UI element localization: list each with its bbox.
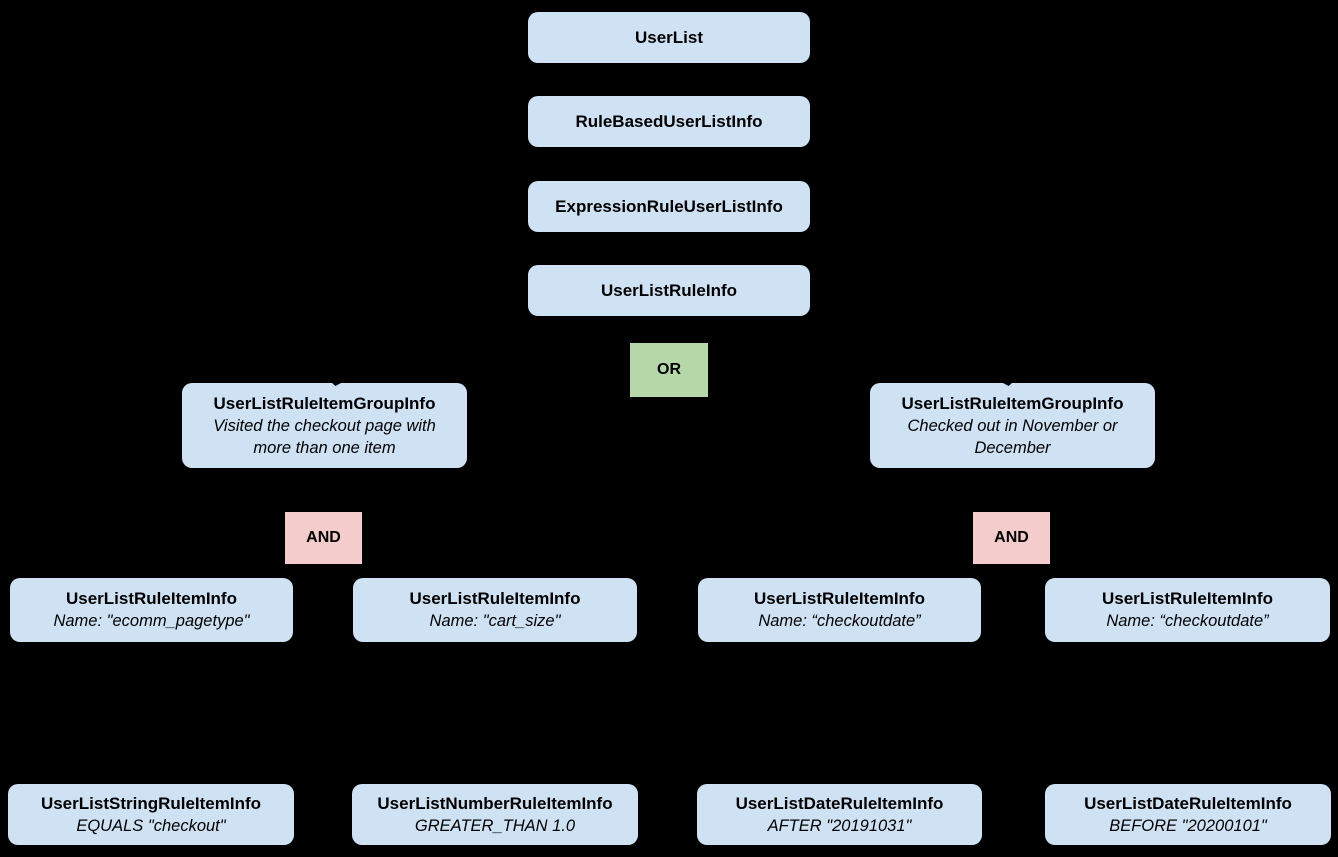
node-ruleitem-1-title: UserListRuleItemInfo: [66, 589, 237, 608]
node-numberruleitem: UserListNumberRuleItemInfo GREATER_THAN …: [352, 784, 638, 845]
or-operator: OR: [630, 343, 708, 397]
node-numberruleitem-title: UserListNumberRuleItemInfo: [377, 793, 613, 813]
node-ruleitem-3-title: UserListRuleItemInfo: [754, 589, 925, 608]
node-userlist: UserList: [528, 12, 810, 63]
node-ruleitem-4-title: UserListRuleItemInfo: [1102, 589, 1273, 608]
node-dateruleitem-after-title: UserListDateRuleItemInfo: [735, 793, 944, 813]
node-dateruleitem-after: UserListDateRuleItemInfo AFTER "20191031…: [697, 784, 982, 845]
node-ruleitemgroup-left: UserListRuleItemGroupInfo Visited the ch…: [182, 383, 467, 468]
node-ruleitemgroup-right: UserListRuleItemGroupInfo Checked out in…: [870, 383, 1155, 468]
node-numberruleitem-detail: GREATER_THAN 1.0: [414, 816, 576, 835]
node-ruleitem-2-title: UserListRuleItemInfo: [409, 589, 581, 608]
node-ruleitem-3-detail: Name: “checkoutdate”: [758, 612, 921, 630]
node-ruleitemgroup-right-title: UserListRuleItemGroupInfo: [901, 393, 1124, 413]
node-stringruleitem: UserListStringRuleItemInfo EQUALS "check…: [8, 784, 294, 845]
node-ruleitem-2-detail: Name: "cart_size": [429, 612, 561, 630]
and-operator-right: AND: [973, 512, 1050, 564]
node-ruleitemgroup-right-description: Checked out in November or December: [907, 416, 1118, 457]
node-dateruleitem-before-title: UserListDateRuleItemInfo: [1084, 793, 1292, 813]
and-operator-left: AND: [285, 512, 362, 564]
node-dateruleitem-before: UserListDateRuleItemInfo BEFORE "2020010…: [1045, 784, 1331, 845]
node-stringruleitem-title: UserListStringRuleItemInfo: [40, 793, 262, 813]
node-ruleitemgroup-left-description: Visited the checkout page with more than…: [213, 416, 436, 457]
node-dateruleitem-before-detail: BEFORE "20200101": [1109, 816, 1267, 835]
node-rulebaseduserlistinfo: RuleBasedUserListInfo: [528, 96, 810, 147]
node-ruleitem-1-detail: Name: "ecomm_pagetype": [53, 612, 250, 630]
node-userlistruleinfo-label: UserListRuleInfo: [600, 280, 738, 300]
node-ruleitem-1: UserListRuleItemInfo Name: "ecomm_pagety…: [10, 578, 293, 642]
node-userlistruleinfo: UserListRuleInfo: [528, 265, 810, 316]
node-stringruleitem-detail: EQUALS "checkout": [76, 816, 226, 835]
node-ruleitem-2: UserListRuleItemInfo Name: "cart_size": [353, 578, 637, 642]
node-userlist-label: UserList: [634, 27, 704, 47]
node-rulebaseduserlistinfo-label: RuleBasedUserListInfo: [575, 111, 763, 131]
node-ruleitemgroup-left-title: UserListRuleItemGroupInfo: [213, 393, 436, 413]
node-expressionruleuserlistinfo-label: ExpressionRuleUserListInfo: [555, 196, 783, 216]
node-ruleitem-4-detail: Name: “checkoutdate”: [1106, 612, 1269, 630]
node-expressionruleuserlistinfo: ExpressionRuleUserListInfo: [528, 181, 810, 232]
node-ruleitem-3: UserListRuleItemInfo Name: “checkoutdate…: [698, 578, 981, 642]
node-ruleitem-4: UserListRuleItemInfo Name: “checkoutdate…: [1045, 578, 1330, 642]
node-dateruleitem-after-detail: AFTER "20191031": [767, 816, 912, 835]
